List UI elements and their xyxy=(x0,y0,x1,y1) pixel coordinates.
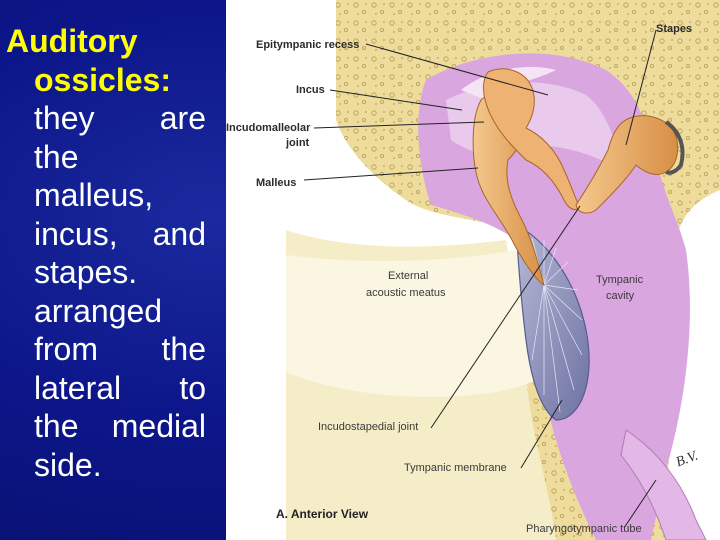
body-text-word: stapes. xyxy=(34,254,138,290)
body-text-line: side. xyxy=(34,446,206,485)
label-cavity: cavity xyxy=(606,290,635,302)
pharyngotympanic-tube-shape xyxy=(620,429,707,540)
label-tympanic: Tympanic xyxy=(596,274,644,286)
body-text-word: arranged xyxy=(34,292,163,329)
label-epitympanic-recess: Epitympanic recess xyxy=(256,39,359,51)
body-text-word: are xyxy=(159,100,206,136)
body-text-line: incus, and xyxy=(34,215,206,254)
label-incus: Incus xyxy=(296,84,325,96)
body-text-word: from xyxy=(34,331,98,367)
slide-heading: Auditory ossicles: xyxy=(6,22,206,99)
body-text-word: malleus, xyxy=(34,177,154,213)
ear-anatomy-figure: Epitympanic recess Stapes Incus Incudoma… xyxy=(226,0,720,540)
body-text-word: the xyxy=(34,138,79,175)
body-text-word: side. xyxy=(34,446,102,483)
label-tympanic-membrane: Tympanic membrane xyxy=(404,462,507,474)
label-incudostapedial-joint: Incudostapedial joint xyxy=(318,421,418,433)
body-text-line: lateral to xyxy=(34,369,206,408)
body-text-line: arranged xyxy=(34,292,206,331)
figure-caption: A. Anterior View xyxy=(276,507,369,521)
body-text-line: malleus, xyxy=(34,176,206,215)
external-acoustic-meatus-region xyxy=(286,250,536,397)
stapes-shape xyxy=(575,115,679,214)
body-text-word: the xyxy=(34,408,79,444)
heading-line-1: Auditory xyxy=(6,23,138,59)
ear-anatomy-illustration: Epitympanic recess Stapes Incus Incudoma… xyxy=(226,0,720,540)
stapes-footplate xyxy=(664,120,685,175)
body-text-line: stapes. xyxy=(34,253,206,292)
body-text-word: to xyxy=(179,369,206,406)
body-text-line: they are xyxy=(34,99,206,138)
label-malleus: Malleus xyxy=(256,177,296,189)
body-text-word: and xyxy=(152,215,206,252)
label-pharyngotympanic-tube: Pharyngotympanic tube xyxy=(526,523,642,535)
membrane-fibers xyxy=(523,237,583,413)
leader-lines xyxy=(303,29,657,529)
body-text-word: the xyxy=(161,331,206,367)
heading-line-2: ossicles: xyxy=(34,61,171,98)
label-acoustic-meatus: acoustic meatus xyxy=(366,287,446,299)
label-external-acoustic: External xyxy=(388,270,428,282)
label-incudomalleolar: Incudomalleolar xyxy=(226,122,311,134)
body-text-line: the xyxy=(34,138,206,177)
illustrator-signature: B.V. xyxy=(674,449,700,471)
label-stapes: Stapes xyxy=(656,23,692,35)
label-incudomalleolar-joint: joint xyxy=(285,137,310,149)
body-text-line: from the xyxy=(34,330,206,369)
body-text-word: medial xyxy=(111,408,206,444)
body-text-word: they xyxy=(34,100,95,136)
body-text-line: the medial xyxy=(34,407,206,446)
body-text-word: incus, xyxy=(34,215,118,252)
body-text-word: lateral xyxy=(34,369,122,406)
